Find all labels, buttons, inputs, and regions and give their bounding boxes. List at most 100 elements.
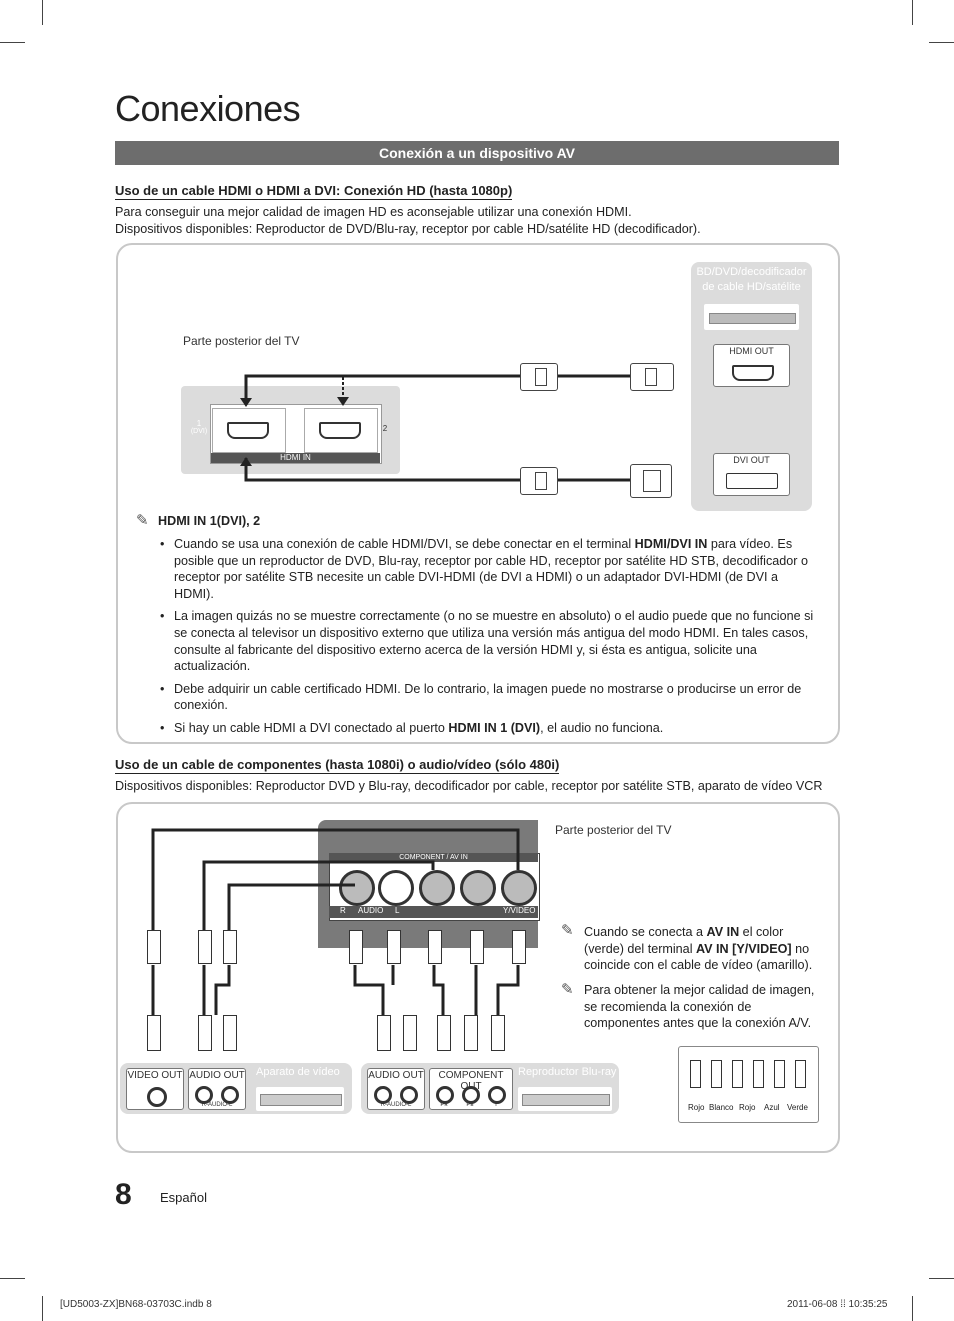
audio-l-jack (378, 870, 414, 906)
note-pencil-icon: ✎ (561, 981, 574, 998)
language-label: Español (160, 1190, 207, 1205)
hdmi-intro-line2: Dispositivos disponibles: Reproductor de… (115, 222, 701, 236)
hdmi-intro-line1: Para conseguir una mejor calidad de imag… (115, 205, 632, 219)
pr-label: Pʀ (440, 1102, 448, 1108)
rca-plug-icon (198, 1015, 212, 1051)
hdmi-plug-icon (630, 363, 674, 391)
rca-plug-icon (403, 1015, 417, 1051)
hdmi-out-label: HDMI OUT (729, 346, 774, 356)
hdmi-note-list: Cuando se usa una conexión de cable HDMI… (158, 536, 818, 743)
crop-mark (0, 42, 25, 43)
r-label: R (340, 906, 346, 915)
vcr-illustration (256, 1087, 344, 1111)
rca-plug-icon (198, 930, 212, 964)
footer-timestamp: 2011-06-08 ⁞⁞ 10:35:25 (787, 1299, 888, 1310)
legend-blanco: Blanco (709, 1103, 734, 1112)
rca-plug-icon (774, 1060, 785, 1088)
pr-jack (419, 870, 455, 906)
legend-rojo-2: Rojo (739, 1103, 756, 1112)
crop-mark (42, 1296, 43, 1321)
footer-file: [UD5003-ZX]BN68-03703C.indb 8 (60, 1299, 212, 1310)
crop-mark (42, 0, 43, 25)
bluray-label: Reproductor Blu-ray (518, 1066, 617, 1078)
y-video-jack (501, 870, 537, 906)
crop-mark (929, 42, 954, 43)
tv-back-label: Parte posterior del TV (183, 334, 300, 348)
audio-out-label-2: AUDIO OUT (368, 1070, 424, 1081)
vcr-label: Aparato de vídeo (256, 1066, 340, 1078)
crop-mark (0, 1278, 25, 1279)
video-out-port: VIDEO OUT (126, 1068, 184, 1110)
vcr-audio-out-port: AUDIO OUT R-AUDIO-L (188, 1068, 246, 1110)
component-out-port: COMPONENT OUT Pʀ Pʙ Y (429, 1068, 513, 1110)
bluray-audio-out-port: AUDIO OUT R-AUDIO-L (367, 1068, 425, 1110)
audio-label: AUDIO (358, 906, 384, 915)
rca-plug-icon (223, 930, 237, 964)
hdmi-plug-icon (520, 363, 558, 391)
bd-player-illustration (704, 304, 799, 330)
crop-mark (929, 1278, 954, 1279)
rca-plug-icon (147, 1015, 161, 1051)
source-device-label-1: BD/DVD/decodificador (696, 266, 807, 278)
hdmi-in-2-port (304, 408, 378, 453)
legend-rojo: Rojo (688, 1103, 705, 1112)
rca-plug-icon (428, 930, 442, 964)
r-audio-l-label: R-AUDIO-L (201, 1102, 233, 1108)
legend-verde: Verde (787, 1103, 808, 1112)
rca-plug-icon (223, 1015, 237, 1051)
list-item: La imagen quizás no se muestre correctam… (158, 608, 818, 674)
page-number: 8 (115, 1178, 132, 1211)
component-note-2: Para obtener la mejor calidad de imagen,… (584, 983, 815, 1031)
component-note-1: Cuando se conecta a AV IN el color (verd… (584, 925, 813, 973)
hdmi-port1-number: 1 (196, 419, 202, 428)
rca-plug-icon (711, 1060, 722, 1088)
dvi-plug-icon (630, 464, 672, 498)
list-item: Debe adquirir un cable certificado HDMI.… (158, 681, 818, 714)
rca-plug-icon (437, 1015, 451, 1051)
crop-mark (912, 0, 913, 25)
hdmi-in-label: HDMI IN (211, 453, 380, 463)
rca-plug-icon (512, 930, 526, 964)
crop-mark (912, 1296, 913, 1321)
rca-plug-icon (753, 1060, 764, 1088)
hdmi-in-1-port (212, 408, 286, 453)
list-item: Cuando se usa una conexión de cable HDMI… (158, 536, 818, 602)
page-title: Conexiones (115, 88, 301, 129)
rca-plug-icon (349, 930, 363, 964)
video-out-label: VIDEO OUT (127, 1070, 183, 1081)
rca-plug-icon (377, 1015, 391, 1051)
note-pencil-icon: ✎ (561, 922, 574, 939)
l-label: L (395, 906, 400, 915)
rca-plug-icon (470, 930, 484, 964)
component-av-in-label: COMPONENT / AV IN (329, 853, 538, 862)
legend-azul: Azul (764, 1103, 780, 1112)
list-item: Si hay un cable HDMI a DVI conectado al … (158, 720, 818, 737)
y-label: Y (493, 1102, 498, 1108)
audio-r-jack (339, 870, 375, 906)
hdmi-port2-number: 2 (382, 424, 388, 433)
component-heading: Uso de un cable de componentes (hasta 10… (115, 757, 560, 774)
r-audio-l-label-2: R-AUDIO-L (380, 1102, 412, 1108)
pb-jack (460, 870, 496, 906)
rca-plug-icon (491, 1015, 505, 1051)
hdmi-plug-icon (520, 467, 558, 495)
section-bar: Conexión a un dispositivo AV (115, 141, 839, 165)
rca-plug-icon (387, 930, 401, 964)
note-pencil-icon: ✎ (136, 512, 149, 529)
hdmi-port1-sub: (DVI) (190, 428, 208, 435)
hdmi-out-port: HDMI OUT (713, 344, 790, 387)
y-video-label: Y/VIDEO (503, 906, 536, 915)
bluray-illustration (518, 1087, 612, 1111)
rca-plug-icon (147, 930, 161, 964)
pb-label: Pʙ (466, 1102, 474, 1108)
dvi-out-label: DVI OUT (733, 455, 770, 465)
component-intro: Dispositivos disponibles: Reproductor DV… (115, 779, 823, 793)
dvi-out-port: DVI OUT (713, 453, 790, 496)
hdmi-heading: Uso de un cable HDMI o HDMI a DVI: Conex… (115, 183, 513, 200)
source-device-label-2: de cable HD/satélite (702, 281, 801, 293)
rca-plug-icon (464, 1015, 478, 1051)
tv-back-label-2: Parte posterior del TV (555, 823, 672, 837)
rca-plug-icon (732, 1060, 743, 1088)
